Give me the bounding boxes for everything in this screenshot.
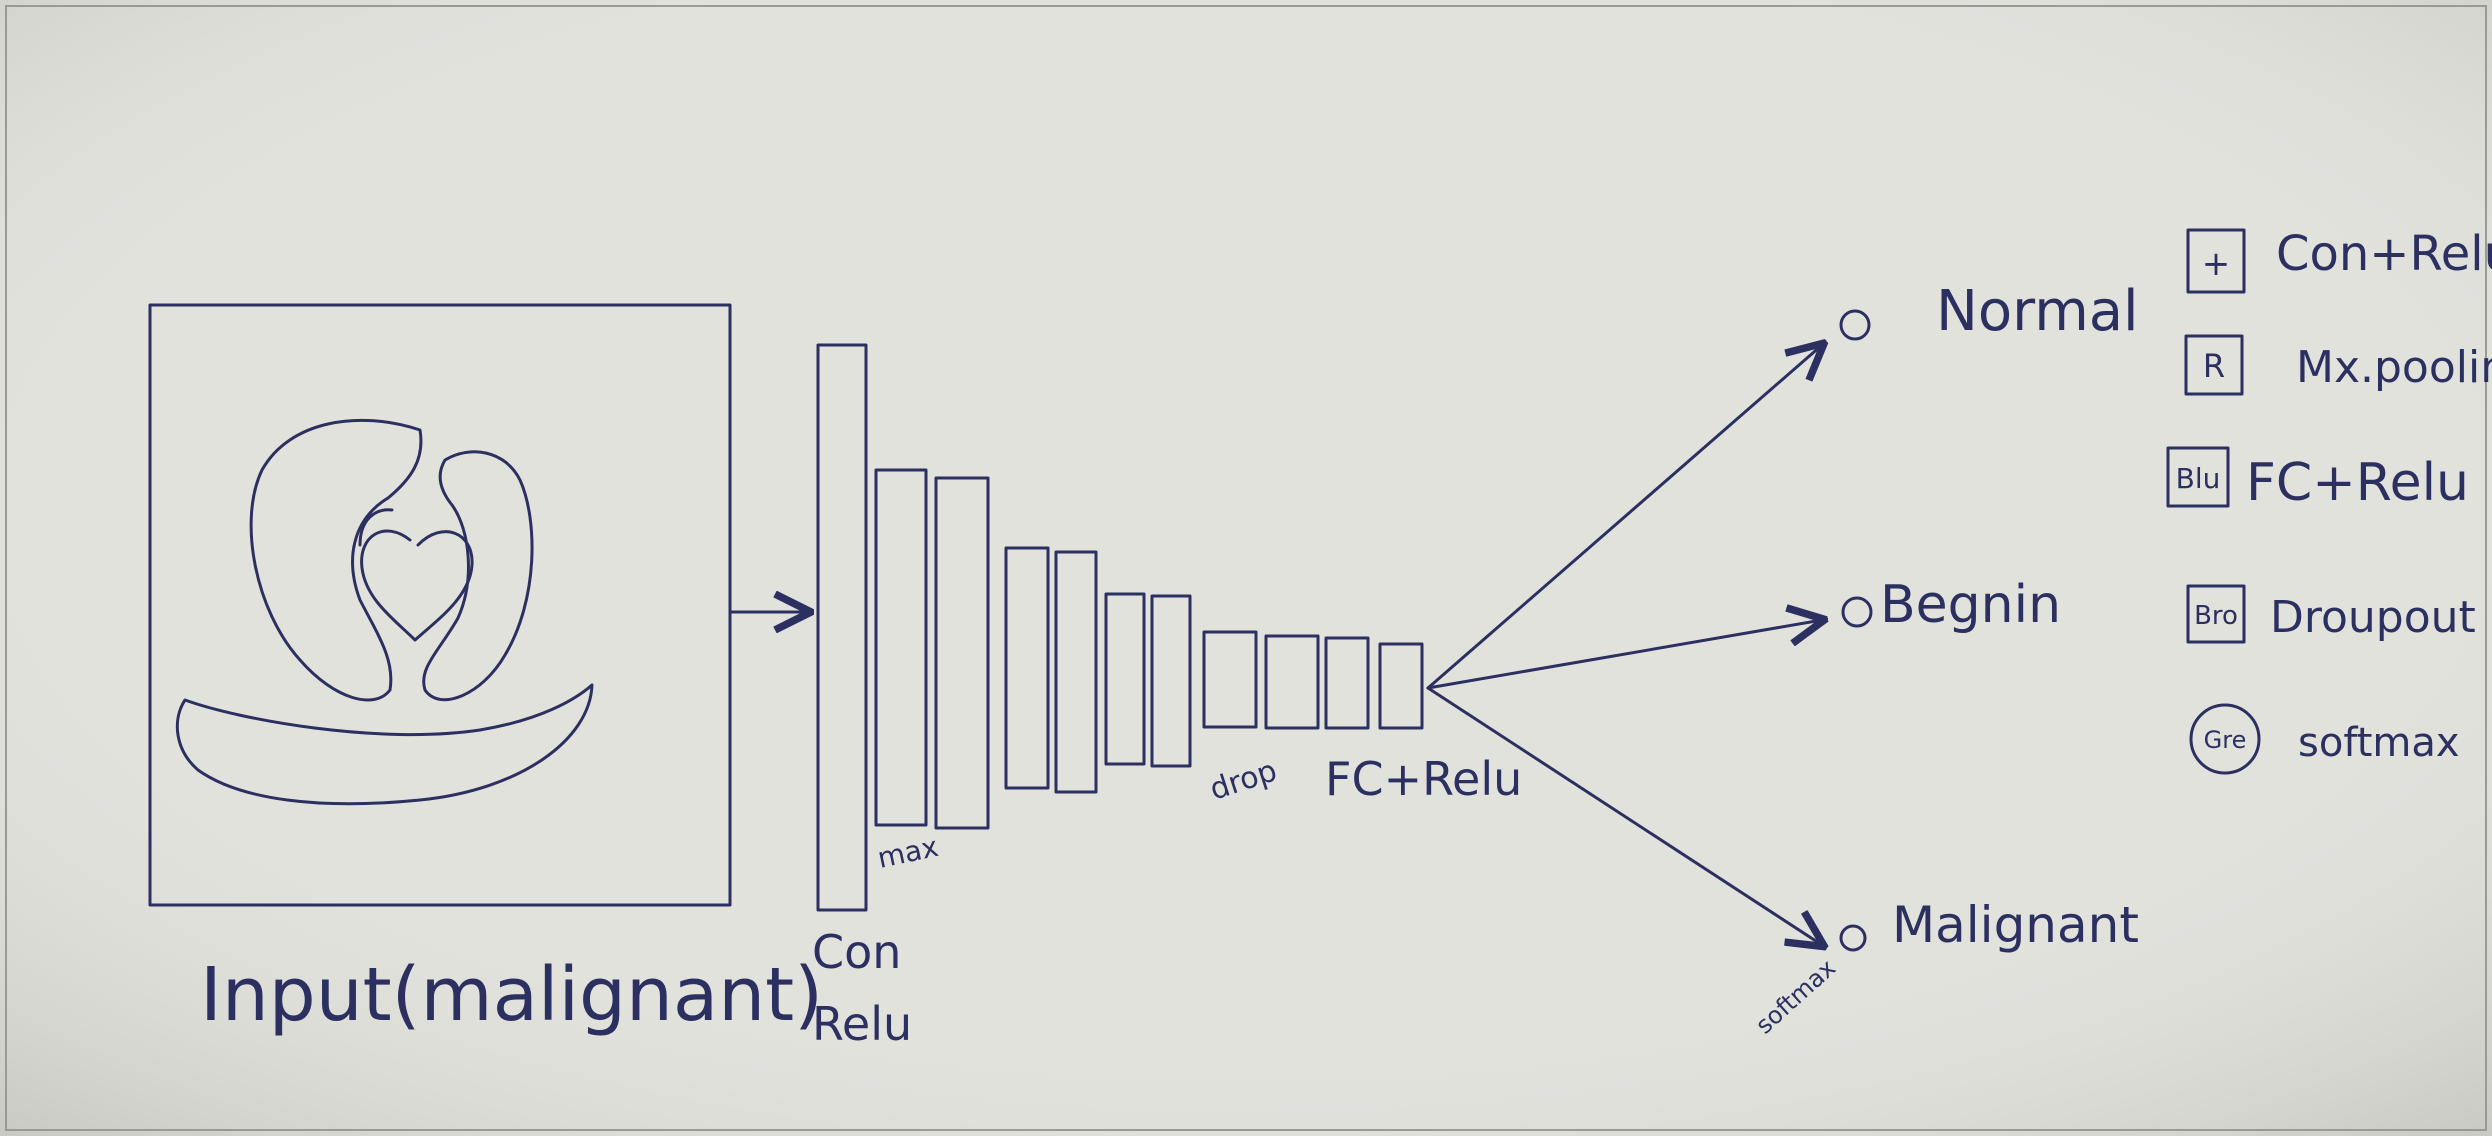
conv-layer-1 — [816, 343, 868, 912]
arrow-to-normal — [1426, 345, 1822, 690]
output-label-normal: Normal — [1936, 279, 2139, 344]
input-shape-left-lobe — [249, 418, 423, 702]
legend-label-4: Droupout — [2270, 592, 2476, 643]
legend-label-5: softmax — [2298, 720, 2460, 766]
output-node-begnin — [1841, 596, 1873, 628]
conv-layer-4 — [1104, 592, 1146, 766]
output-node-normal — [1839, 309, 1871, 341]
output-node-malignant — [1839, 924, 1867, 952]
dropout-layer-2 — [1264, 634, 1320, 730]
input-shape-inner-arc — [358, 508, 394, 547]
sheet-border — [5, 5, 2487, 1131]
legend-icon-max-pooling — [2184, 334, 2244, 396]
output-label-begnin: Begnin — [1880, 575, 2061, 635]
arrow-to-malignant — [1426, 686, 1822, 945]
relu-label: Relu — [812, 997, 912, 1051]
pool-layer-2 — [1054, 550, 1098, 794]
legend-icon-fc-relu — [2166, 446, 2230, 508]
legend-icon-conv-relu — [2186, 228, 2246, 294]
pool-layer-1 — [1004, 546, 1050, 790]
conv-layer-2 — [874, 468, 928, 827]
output-label-malignant: Malignant — [1892, 896, 2139, 954]
fc-layer-1 — [1324, 636, 1370, 730]
legend-label-2: Mx.pooling — [2296, 342, 2492, 393]
input-shape-base-crescent — [175, 683, 594, 806]
legend-icon-softmax — [2189, 703, 2261, 775]
fc-layer-2 — [1378, 642, 1424, 730]
legend-label-1: Con+Relu — [2276, 226, 2492, 282]
conv-label: Con — [812, 925, 901, 979]
legend-icon-dropout — [2186, 584, 2246, 644]
arrow-to-begnin — [1426, 620, 1822, 690]
dropout-layer-1 — [1202, 630, 1258, 729]
legend-label-3: FC+Relu — [2246, 453, 2469, 513]
legend-icon-glyph-5: Gre — [2204, 726, 2247, 754]
legend-icon-glyph-4: Bro — [2194, 601, 2238, 631]
legend-icon-glyph-1: + — [2202, 244, 2231, 284]
input-label: Input(malignant) — [200, 952, 823, 1038]
conv-layer-3 — [934, 476, 990, 830]
input-shape-heart — [360, 529, 474, 642]
input-image-frame — [148, 303, 732, 907]
fc-label: FC+Relu — [1325, 752, 1522, 806]
input-shape-right-lobe — [422, 450, 534, 702]
conv-layer-5 — [1150, 594, 1192, 768]
legend-icon-glyph-2: R — [2203, 347, 2225, 385]
legend-icon-glyph-3: Blu — [2176, 462, 2221, 495]
